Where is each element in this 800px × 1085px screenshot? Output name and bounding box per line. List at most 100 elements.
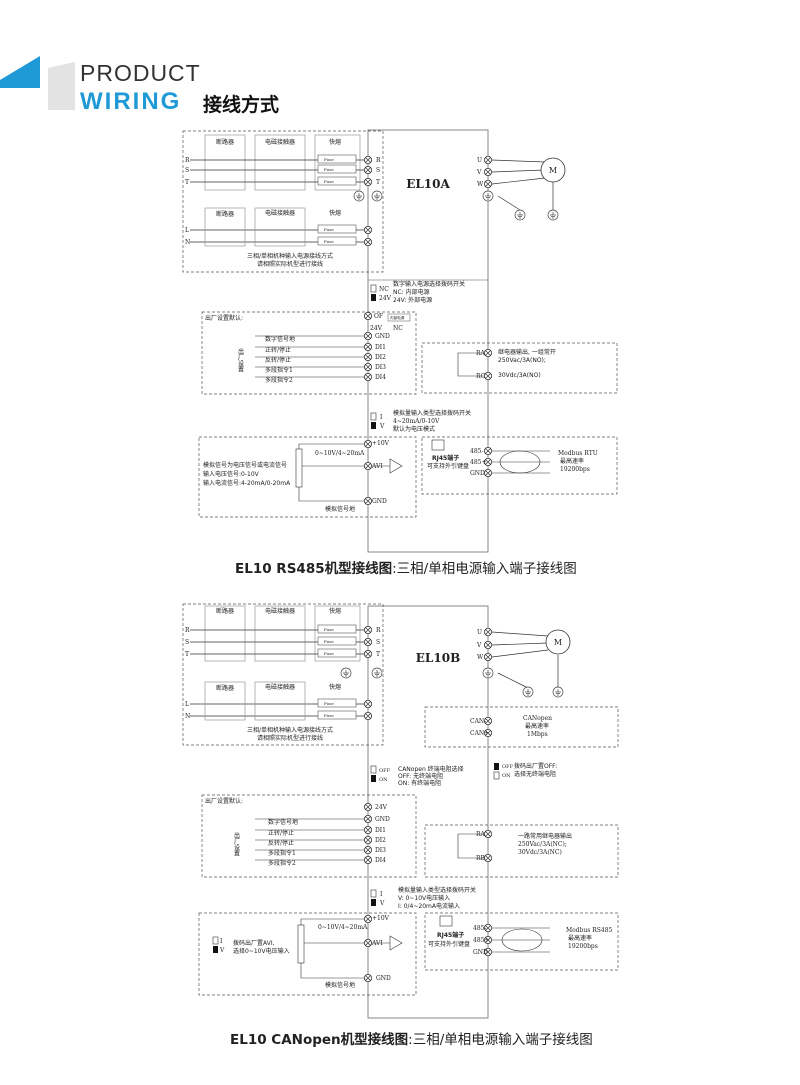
title-product: PRODUCT — [80, 60, 201, 86]
svg-text:模拟量输入类型选择拨码开关: 模拟量输入类型选择拨码开关 — [393, 409, 471, 417]
svg-text:V: V — [379, 900, 385, 907]
svg-text:I: I — [380, 414, 383, 421]
svg-text:GND: GND — [375, 333, 390, 340]
svg-text:GND: GND — [375, 816, 390, 823]
svg-text:0~10V/4~20mA: 0~10V/4~20mA — [318, 924, 368, 931]
svg-text:反转/停止: 反转/停止 — [268, 839, 294, 847]
svg-text:S: S — [376, 167, 380, 174]
svg-text:M: M — [554, 638, 562, 647]
svg-text:19200bps: 19200bps — [560, 466, 590, 473]
svg-text:Modbus RS485: Modbus RS485 — [566, 927, 613, 934]
svg-text:T: T — [185, 179, 189, 186]
svg-text:Fuse: Fuse — [324, 651, 334, 656]
svg-text:数字信号地: 数字信号地 — [265, 335, 295, 343]
svg-text:出厂设置: 出厂设置 — [233, 831, 240, 856]
svg-text:S: S — [185, 639, 189, 646]
svg-text:请相照实际机型进行接线: 请相照实际机型进行接线 — [257, 734, 323, 742]
svg-text:电磁接触器: 电磁接触器 — [265, 138, 295, 146]
model-el10b: EL10B — [416, 651, 460, 665]
svg-text:4~20mA/0-10V: 4~20mA/0-10V — [393, 418, 440, 425]
svg-text:多段指令1: 多段指令1 — [265, 366, 293, 374]
diagram-el10b: EL10B 断路器 电磁接触器 快熔 R S T L N FuseFuseFus… — [182, 603, 619, 1019]
svg-text:DI2: DI2 — [375, 837, 386, 844]
svg-text:R: R — [185, 157, 190, 164]
svg-text:30Vdc/3A(NO): 30Vdc/3A(NO) — [498, 372, 541, 379]
svg-text:DI2: DI2 — [375, 354, 386, 361]
svg-text:CANopen 终端电阻选择: CANopen 终端电阻选择 — [398, 765, 464, 773]
svg-text:R: R — [376, 627, 381, 634]
svg-text:断路器: 断路器 — [216, 210, 234, 218]
svg-text:数字输入电源选择拨码开关: 数字输入电源选择拨码开关 — [393, 280, 465, 288]
svg-text:数字信号地: 数字信号地 — [268, 818, 298, 826]
svg-text:快熔: 快熔 — [329, 209, 341, 217]
svg-text:输入电流信号:4-20mA/0-20mA: 输入电流信号:4-20mA/0-20mA — [203, 479, 291, 487]
svg-text:485-: 485- — [470, 448, 483, 455]
svg-text:电磁接触器: 电磁接触器 — [265, 209, 295, 217]
svg-text:快熔: 快熔 — [329, 683, 341, 691]
svg-text:DI3: DI3 — [375, 847, 386, 854]
svg-text:Fuse: Fuse — [324, 713, 334, 718]
svg-text:快熔: 快熔 — [329, 607, 341, 615]
svg-text:DI1: DI1 — [375, 344, 386, 351]
svg-text:Fuse: Fuse — [324, 639, 334, 644]
svg-text:出厂设置默认:: 出厂设置默认: — [205, 314, 243, 322]
svg-text:快熔: 快熔 — [329, 138, 341, 146]
svg-text:I: I — [380, 891, 383, 898]
svg-text:模拟信号地: 模拟信号地 — [325, 505, 355, 513]
svg-text:R: R — [376, 157, 381, 164]
svg-text:GND: GND — [372, 498, 387, 505]
svg-text:V: V — [476, 642, 482, 649]
svg-text:Fuse: Fuse — [324, 157, 334, 162]
svg-text:RB: RB — [476, 855, 486, 862]
svg-text:U: U — [477, 157, 482, 164]
svg-text:U: U — [477, 629, 482, 636]
svg-text:30Vdc/3A(NC): 30Vdc/3A(NC) — [518, 849, 562, 856]
svg-text:选择0~10V电压输入: 选择0~10V电压输入 — [233, 947, 290, 955]
svg-text:+10V: +10V — [372, 915, 390, 922]
svg-text:L: L — [185, 227, 189, 234]
header-accent — [0, 56, 75, 110]
svg-text:0~10V/4~20mA: 0~10V/4~20mA — [315, 450, 365, 457]
svg-text:T: T — [376, 179, 380, 186]
svg-text:最高速率: 最高速率 — [568, 934, 592, 942]
svg-text:CAN-: CAN- — [470, 718, 486, 725]
svg-text:RJ45端子: RJ45端子 — [432, 454, 459, 462]
svg-text:V: 0~10V电压输入: V: 0~10V电压输入 — [398, 894, 450, 902]
svg-text:485+: 485+ — [473, 937, 489, 944]
svg-text:模拟信号地: 模拟信号地 — [325, 981, 355, 989]
svg-text:断路器: 断路器 — [216, 607, 234, 615]
svg-text:NC: 内部电源: NC: 内部电源 — [393, 288, 430, 296]
svg-text:Fuse: Fuse — [324, 227, 334, 232]
svg-text:R: R — [185, 627, 190, 634]
svg-text:GND: GND — [470, 470, 485, 477]
caption-el10a: EL10 RS485机型接线图:三相/单相电源输入端子接线图 — [235, 561, 577, 577]
svg-text:断路器: 断路器 — [216, 138, 234, 146]
svg-text:I: I — [220, 938, 223, 945]
svg-text:24V: 24V — [379, 295, 392, 302]
svg-text:DI4: DI4 — [375, 857, 386, 864]
svg-text:最高速率: 最高速率 — [525, 722, 549, 730]
svg-text:OFF: OFF — [379, 768, 391, 774]
svg-text:电磁接触器: 电磁接触器 — [265, 683, 295, 691]
svg-text:Fuse: Fuse — [324, 239, 334, 244]
svg-text:选择无终端电阻: 选择无终端电阻 — [514, 770, 556, 778]
svg-text:I: 0/4~20mA电流输入: I: 0/4~20mA电流输入 — [398, 902, 460, 910]
svg-text:Modbus RTU: Modbus RTU — [558, 450, 598, 457]
svg-text:V: V — [476, 169, 482, 176]
svg-text:OF: OF — [374, 313, 383, 320]
diagram-el10a: EL10A 断路器 电磁接触器 快熔 R S T L N FuseFuseFus… — [182, 129, 618, 553]
svg-text:OFF: 无终端电阻: OFF: 无终端电阻 — [398, 772, 443, 780]
svg-text:24V: 24V — [370, 325, 383, 332]
svg-text:485-: 485- — [473, 925, 486, 932]
svg-text:多段指令2: 多段指令2 — [265, 376, 293, 384]
svg-text:N: N — [185, 239, 190, 246]
svg-text:继电器输出, 一组常开: 继电器输出, 一组常开 — [498, 348, 556, 356]
svg-text:正转/停止: 正转/停止 — [265, 346, 291, 354]
svg-text:N: N — [185, 713, 190, 720]
svg-text:DI4: DI4 — [375, 374, 386, 381]
svg-text:RA: RA — [476, 350, 486, 357]
svg-text:ON: 有终端电阻: ON: 有终端电阻 — [398, 779, 441, 787]
svg-text:24V: 24V — [375, 804, 388, 811]
svg-text:正转/停止: 正转/停止 — [268, 829, 294, 837]
